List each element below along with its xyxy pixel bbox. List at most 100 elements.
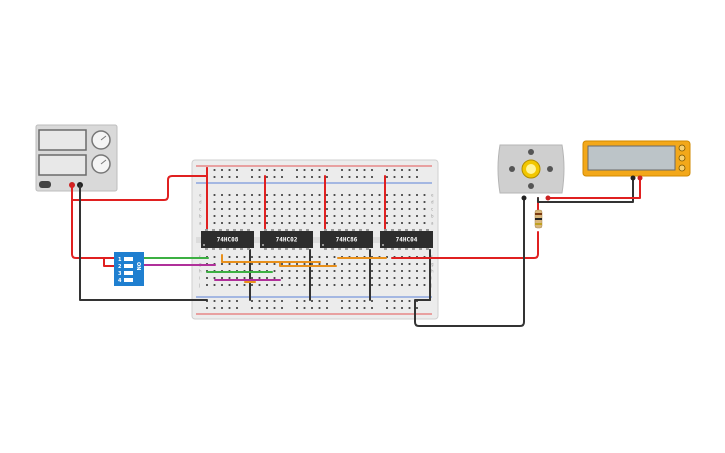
hole[interactable] [401, 176, 403, 178]
hole[interactable] [363, 176, 366, 178]
hole[interactable] [386, 300, 388, 302]
hole[interactable] [266, 194, 268, 196]
hole[interactable] [348, 201, 351, 203]
hole[interactable] [266, 256, 268, 258]
hole[interactable] [236, 307, 238, 309]
hole[interactable] [408, 194, 411, 196]
hole[interactable] [408, 307, 411, 309]
hole[interactable] [371, 307, 373, 309]
hole[interactable] [311, 215, 313, 217]
hole[interactable] [348, 215, 351, 217]
hole[interactable] [416, 194, 418, 196]
hole[interactable] [251, 284, 253, 286]
hole[interactable] [221, 194, 223, 196]
hole[interactable] [243, 201, 246, 203]
hole[interactable] [296, 215, 298, 217]
hole[interactable] [296, 201, 298, 203]
hole[interactable] [363, 263, 366, 265]
hole[interactable] [251, 277, 253, 279]
hole[interactable] [236, 208, 238, 210]
dip-toggle-4[interactable] [124, 278, 133, 282]
hole[interactable] [423, 263, 426, 265]
hole[interactable] [356, 284, 358, 286]
hole[interactable] [318, 307, 321, 309]
hole[interactable] [236, 263, 238, 265]
hole[interactable] [318, 208, 321, 210]
hole[interactable] [326, 201, 328, 203]
hole[interactable] [303, 284, 306, 286]
hole[interactable] [356, 277, 358, 279]
hole[interactable] [303, 194, 306, 196]
hole[interactable] [251, 222, 253, 224]
hole[interactable] [356, 270, 358, 272]
hole[interactable] [408, 277, 411, 279]
hole[interactable] [288, 263, 291, 265]
hole[interactable] [408, 300, 411, 302]
hole[interactable] [371, 284, 373, 286]
hole[interactable] [296, 277, 298, 279]
hole[interactable] [243, 277, 246, 279]
hole[interactable] [273, 222, 276, 224]
dip-toggle-2[interactable] [124, 264, 133, 268]
hole[interactable] [356, 300, 358, 302]
dip-switch[interactable]: 1 2 3 4 ON [114, 252, 144, 286]
hole[interactable] [386, 256, 388, 258]
hole[interactable] [281, 300, 283, 302]
hole[interactable] [423, 208, 426, 210]
hole[interactable] [266, 263, 268, 265]
hole[interactable] [296, 263, 298, 265]
hole[interactable] [416, 270, 418, 272]
hole[interactable] [363, 270, 366, 272]
hole[interactable] [401, 307, 403, 309]
hole[interactable] [228, 284, 231, 286]
hole[interactable] [326, 277, 328, 279]
hole[interactable] [378, 284, 381, 286]
hole[interactable] [326, 300, 328, 302]
hole[interactable] [408, 263, 411, 265]
hole[interactable] [326, 176, 328, 178]
hole[interactable] [356, 194, 358, 196]
hole[interactable] [333, 201, 336, 203]
hole[interactable] [221, 215, 223, 217]
hole[interactable] [356, 176, 358, 178]
hole[interactable] [318, 270, 321, 272]
hole[interactable] [318, 263, 321, 265]
ic-chip-74hc02[interactable]: 74HC02 [260, 229, 313, 250]
hole[interactable] [348, 169, 351, 171]
power-switch[interactable] [39, 181, 51, 188]
hole[interactable] [221, 176, 223, 178]
hole[interactable] [243, 222, 246, 224]
hole[interactable] [401, 208, 403, 210]
hole[interactable] [311, 176, 313, 178]
hole[interactable] [213, 169, 216, 171]
ic-chip-74hc08[interactable]: 74HC08 [201, 229, 254, 250]
hole[interactable] [281, 284, 283, 286]
hole[interactable] [386, 277, 388, 279]
hole[interactable] [281, 263, 283, 265]
hole[interactable] [341, 194, 343, 196]
hole[interactable] [236, 194, 238, 196]
hole[interactable] [416, 307, 418, 309]
hole[interactable] [266, 169, 268, 171]
hole[interactable] [386, 263, 388, 265]
hole[interactable] [206, 284, 208, 286]
hole[interactable] [363, 277, 366, 279]
hole[interactable] [266, 307, 268, 309]
hole[interactable] [228, 277, 231, 279]
hole[interactable] [386, 284, 388, 286]
hole[interactable] [341, 222, 343, 224]
hole[interactable] [213, 222, 216, 224]
hole[interactable] [258, 215, 261, 217]
mode-button-1[interactable] [678, 144, 686, 152]
hole[interactable] [258, 176, 261, 178]
hole[interactable] [326, 256, 328, 258]
hole[interactable] [221, 169, 223, 171]
hole[interactable] [318, 222, 321, 224]
hole[interactable] [386, 270, 388, 272]
hole[interactable] [258, 284, 261, 286]
hole[interactable] [288, 277, 291, 279]
hole[interactable] [228, 201, 231, 203]
hole[interactable] [258, 307, 261, 309]
hole[interactable] [363, 208, 366, 210]
